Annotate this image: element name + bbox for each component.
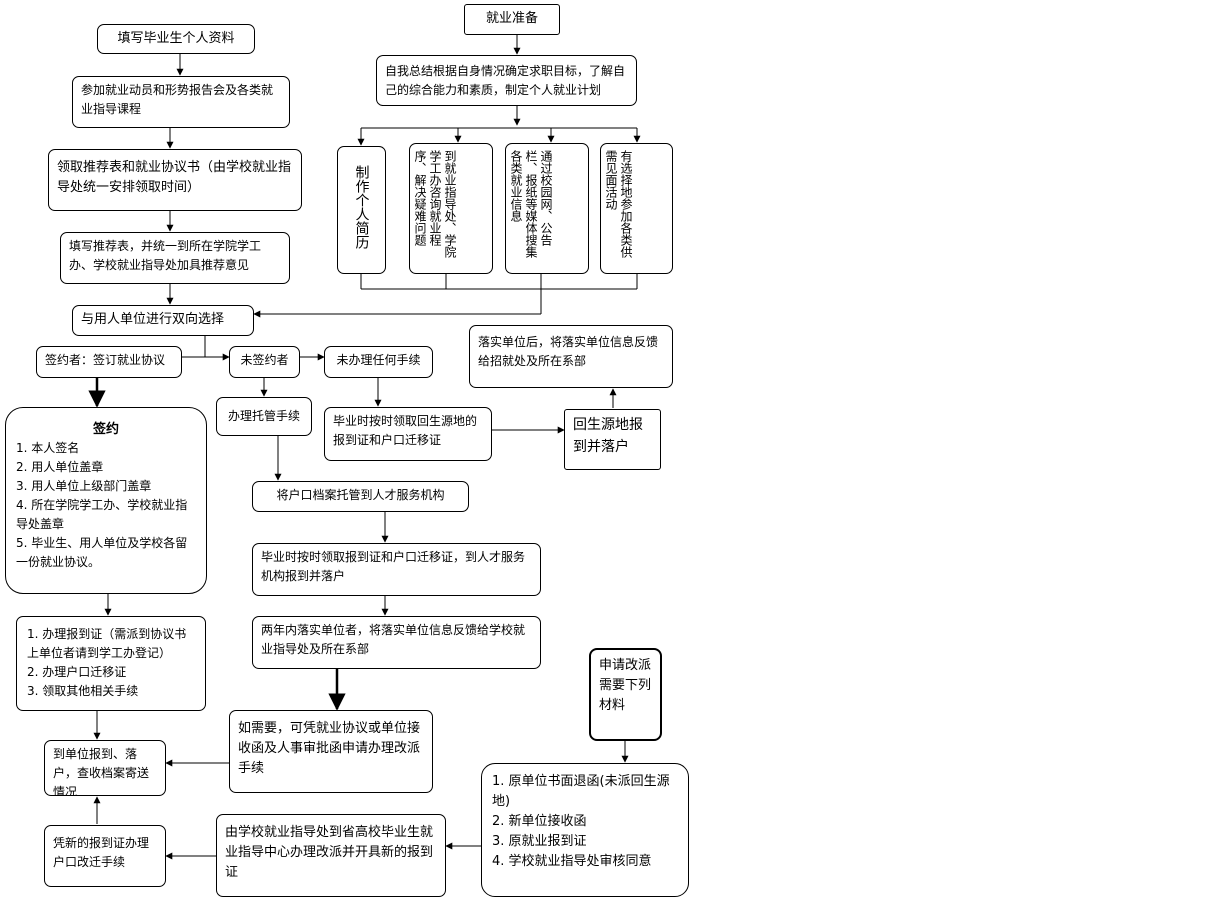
fill-form-text: 填写推荐表，并统一到所在学院学工办、学校就业指导处加具推荐意见 <box>69 239 262 272</box>
signing-step-item: 3. 用人单位上级部门盖章 <box>16 479 152 493</box>
feedback-after-box: 落实单位后，将落实单位信息反馈给招就处及所在系部 <box>469 325 673 388</box>
info-text: 通过校园网、公告栏、报纸等媒体搜集各类就业信息 <box>509 150 553 258</box>
material-item: 4. 学校就业指导处审核同意 <box>492 854 652 869</box>
material-item: 2. 新单位接收函 <box>492 814 587 829</box>
get-forms-box: 领取推荐表和就业协议书（由学校就业指导处统一安排领取时间） <box>48 149 302 211</box>
report-settle-box: 到单位报到、落户，查收档案寄送情况 <box>44 740 166 796</box>
two-years-box: 两年内落实单位者，将落实单位信息反馈给学校就业指导处及所在系部 <box>252 616 541 669</box>
material-item: 1. 原单位书面退函(未派回生源地) <box>492 774 670 809</box>
school-redispatch-box: 由学校就业指导处到省高校毕业生就业指导中心办理改派并开具新的报到证 <box>216 814 446 897</box>
new-cert-text: 凭新的报到证办理户口改迁手续 <box>53 836 150 869</box>
no-procedure-box: 未办理任何手续 <box>324 346 433 378</box>
fill-info-box: 填写毕业生个人资料 <box>97 24 255 54</box>
custody-text: 办理托管手续 <box>227 409 300 423</box>
school-redispatch-text: 由学校就业指导处到省高校毕业生就业指导中心办理改派并开具新的报到证 <box>225 825 434 880</box>
resume-text: 制作个人简历 <box>353 165 370 249</box>
return-settle-box: 回生源地报到并落户 <box>564 409 661 470</box>
activities-text: 有选择地参加各类供需见面活动 <box>604 150 633 258</box>
signing-steps-list: 1. 本人签名 2. 用人单位盖章 3. 用人单位上级部门盖章 4. 所在学院学工办、… <box>16 439 196 572</box>
signing-step-item: 4. 所在学院学工办、学校就业指导处盖章 <box>16 498 188 531</box>
talent-cert-box: 毕业时按时领取报到证和户口迁移证，到人才服务机构报到并落户 <box>252 543 541 596</box>
signing-title: 签约 <box>92 422 119 437</box>
report-settle-text: 到单位报到、落户，查收档案寄送情况 <box>53 747 150 796</box>
archive-custody-text: 将户口档案托管到人才服务机构 <box>276 488 445 502</box>
unsigned-box: 未签约者 <box>229 346 300 378</box>
apply-materials-box: 申请改派需要下列材料 <box>589 648 662 741</box>
self-summary-box: 自我总结根据自身情况确定求职目标，了解自己的综合能力和素质，制定个人就业计划 <box>376 55 637 106</box>
signing-steps-box: 签约 1. 本人签名 2. 用人单位盖章 3. 用人单位上级部门盖章 4. 所在学院学… <box>5 407 207 594</box>
fill-info-text: 填写毕业生个人资料 <box>117 31 235 46</box>
no-procedure-text: 未办理任何手续 <box>336 353 421 367</box>
signing-step-item: 2. 用人单位盖章 <box>16 460 104 474</box>
job-prep-text: 就业准备 <box>485 11 538 26</box>
unsigned-text: 未签约者 <box>240 353 289 367</box>
two-way-selection-box: 与用人单位进行双向选择 <box>72 305 254 336</box>
procedure-item: 3. 领取其他相关手续 <box>27 684 139 698</box>
job-prep-box: 就业准备 <box>464 4 560 35</box>
info-box: 通过校园网、公告栏、报纸等媒体搜集各类就业信息 <box>505 143 589 274</box>
get-forms-text: 领取推荐表和就业协议书（由学校就业指导处统一安排领取时间） <box>57 160 292 195</box>
new-cert-box: 凭新的报到证办理户口改迁手续 <box>44 825 166 887</box>
materials-box: 1. 原单位书面退函(未派回生源地) 2. 新单位接收函 3. 原就业报到证 4. 学… <box>481 763 689 897</box>
procedures-box: 1. 办理报到证（需派到协议书上单位者请到学工办登记） 2. 办理户口迁移证 3. … <box>16 616 206 711</box>
signed-box: 签约者：签订就业协议 <box>36 346 182 378</box>
if-needed-box: 如需要，可凭就业协议或单位接收函及人事审批函申请办理改派手续 <box>229 710 433 793</box>
resume-box: 制作个人简历 <box>337 146 386 274</box>
procedure-item: 1. 办理报到证（需派到协议书上单位者请到学工办登记） <box>27 627 187 660</box>
return-settle-text: 回生源地报到并落户 <box>573 417 643 455</box>
signing-step-item: 5. 毕业生、用人单位及学校各留一份就业协议。 <box>16 536 188 569</box>
return-cert-text: 毕业时按时领取回生源地的报到证和户口迁移证 <box>333 414 478 447</box>
materials-list: 1. 原单位书面退函(未派回生源地) 2. 新单位接收函 3. 原就业报到证 4. 学… <box>492 772 678 872</box>
attend-meeting-box: 参加就业动员和形势报告会及各类就业指导课程 <box>72 76 290 128</box>
signed-text: 签约者：签订就业协议 <box>45 353 166 367</box>
talent-cert-text: 毕业时按时领取报到证和户口迁移证，到人才服务机构报到并落户 <box>261 550 526 583</box>
consult-text: 到就业指导处、学院学工办咨询就业程序、解决疑难问题 <box>413 150 457 258</box>
procedures-list: 1. 办理报到证（需派到协议书上单位者请到学工办登记） 2. 办理户口迁移证 3. … <box>27 625 195 701</box>
activities-box: 有选择地参加各类供需见面活动 <box>600 143 673 274</box>
consult-box: 到就业指导处、学院学工办咨询就业程序、解决疑难问题 <box>409 143 493 274</box>
apply-materials-text: 申请改派需要下列材料 <box>599 658 652 713</box>
if-needed-text: 如需要，可凭就业协议或单位接收函及人事审批函申请办理改派手续 <box>238 721 421 776</box>
signing-step-item: 1. 本人签名 <box>16 441 80 455</box>
fill-form-box: 填写推荐表，并统一到所在学院学工办、学校就业指导处加具推荐意见 <box>60 232 290 284</box>
procedure-item: 2. 办理户口迁移证 <box>27 665 127 679</box>
return-cert-box: 毕业时按时领取回生源地的报到证和户口迁移证 <box>324 407 492 461</box>
custody-box: 办理托管手续 <box>216 397 312 436</box>
self-summary-text: 自我总结根据自身情况确定求职目标，了解自己的综合能力和素质，制定个人就业计划 <box>385 64 626 97</box>
attend-meeting-text: 参加就业动员和形势报告会及各类就业指导课程 <box>81 83 274 116</box>
two-years-text: 两年内落实单位者，将落实单位信息反馈给学校就业指导处及所在系部 <box>261 623 526 656</box>
archive-custody-box: 将户口档案托管到人才服务机构 <box>252 481 469 512</box>
material-item: 3. 原就业报到证 <box>492 834 587 849</box>
feedback-after-text: 落实单位后，将落实单位信息反馈给招就处及所在系部 <box>478 335 659 368</box>
two-way-selection-text: 与用人单位进行双向选择 <box>81 312 225 327</box>
